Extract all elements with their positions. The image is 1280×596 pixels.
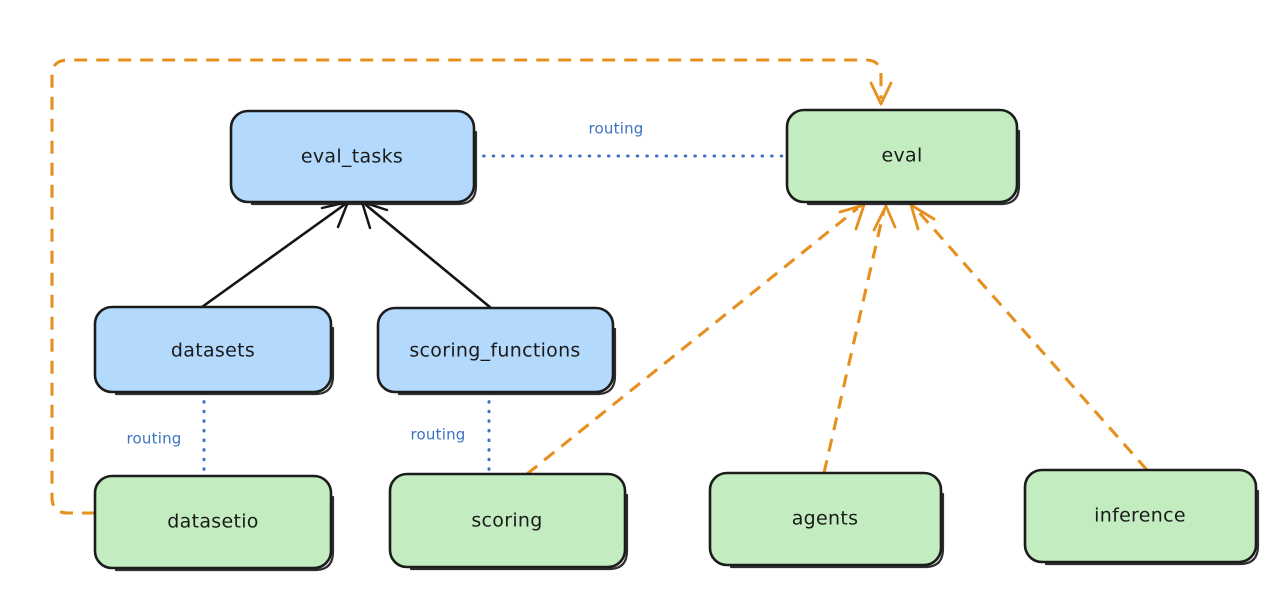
node-layer: eval_tasks eval datasets scoring_functio…	[93, 108, 1260, 572]
edge-agents-to-eval-path	[822, 209, 886, 474]
node-datasetio-shape	[93, 474, 333, 570]
node-scoring_functions[interactable]: scoring_functions	[376, 306, 617, 396]
edge-label-routing-eval_tasks-eval: routing	[589, 120, 644, 138]
node-datasets[interactable]: datasets	[93, 305, 335, 396]
edge-label-routing-scoring_functions-scoring: routing	[411, 426, 466, 444]
node-datasetio-label: datasetio	[167, 511, 258, 533]
node-scoring-shape	[388, 472, 627, 569]
edge-datasetio-to-eval-path	[50, 58, 883, 515]
edge-inference-to-eval-path	[914, 207, 1149, 472]
edge-datasetio-to-eval	[50, 58, 893, 515]
node-datasets-shape	[93, 305, 333, 394]
edge-label-layer: routing routing routing	[127, 120, 644, 448]
edge-datasets-to-eval_tasks-path	[200, 203, 346, 309]
node-eval-label: eval	[881, 145, 922, 167]
edge-datasetio-to-eval-arrowhead	[869, 81, 893, 106]
edge-scoring_functions-to-eval_tasks-path	[364, 203, 493, 310]
node-inference-shadow	[1044, 489, 1260, 566]
node-agents-label: agents	[792, 508, 859, 530]
node-datasetio[interactable]: datasetio	[93, 474, 335, 572]
edge-label-routing-datasets-datasetio: routing	[127, 430, 182, 448]
node-scoring-label: scoring	[471, 510, 542, 532]
node-eval[interactable]: eval	[785, 108, 1021, 206]
node-datasetio-shadow	[114, 495, 335, 572]
edge-layer	[50, 58, 1149, 515]
node-agents-shadow	[729, 492, 945, 569]
node-agents[interactable]: agents	[708, 471, 945, 569]
node-scoring[interactable]: scoring	[388, 472, 629, 571]
node-scoring_functions-label: scoring_functions	[409, 340, 580, 362]
edge-agents-to-eval	[822, 204, 897, 474]
edge-agents-to-eval-arrowhead	[872, 204, 897, 232]
node-inference-shape	[1023, 468, 1258, 564]
edge-scoring_functions-to-eval_tasks	[360, 200, 493, 310]
node-eval_tasks-label: eval_tasks	[301, 146, 403, 168]
node-scoring_functions-shadow	[397, 327, 617, 396]
node-inference-label: inference	[1094, 505, 1186, 527]
node-eval-shadow	[806, 129, 1021, 206]
edge-scoring-to-eval-path	[526, 206, 859, 476]
node-datasets-shadow	[114, 326, 335, 396]
edge-inference-to-eval	[909, 203, 1149, 472]
node-scoring-shadow	[409, 493, 629, 571]
node-inference[interactable]: inference	[1023, 468, 1260, 566]
node-eval_tasks[interactable]: eval_tasks	[229, 109, 478, 206]
edge-scoring-to-eval-arrowhead	[838, 203, 866, 231]
edge-datasets-to-eval_tasks	[200, 200, 350, 309]
node-eval_tasks-shadow	[250, 130, 478, 206]
node-eval_tasks-shape	[229, 109, 476, 204]
node-datasets-label: datasets	[171, 340, 255, 362]
node-agents-shape	[708, 471, 943, 567]
node-eval-shape	[785, 108, 1019, 204]
node-scoring_functions-shape	[376, 306, 615, 394]
